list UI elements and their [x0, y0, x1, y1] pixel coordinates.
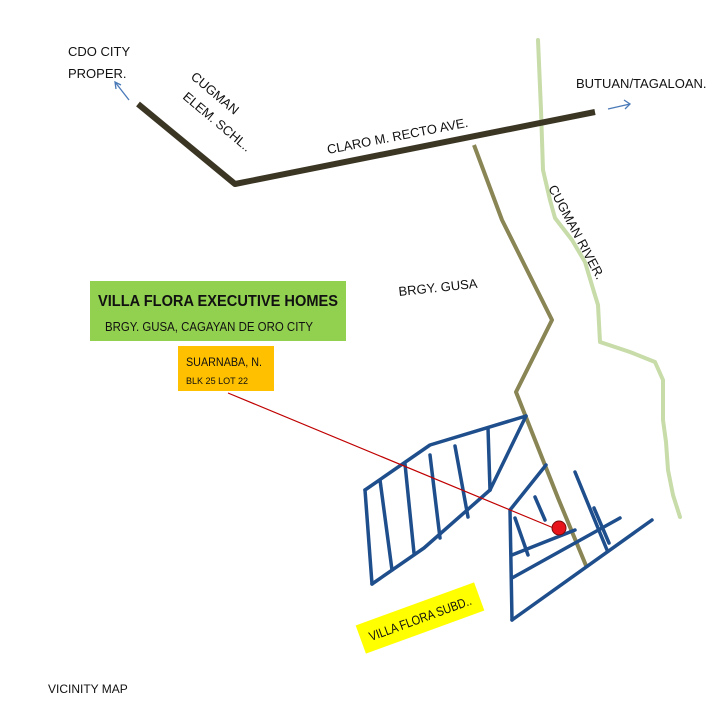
project-name: VILLA FLORA EXECUTIVE HOMES: [98, 293, 338, 310]
barangay-label: BRGY. GUSA: [398, 276, 479, 299]
river-label: CUGMAN RIVER.: [545, 182, 607, 282]
subdivision-label-box: VILLA FLORA SUBD..: [355, 582, 485, 654]
subdivision-streets-east: [508, 463, 654, 622]
arrow-to-butuan-icon: [607, 99, 632, 110]
cdo-label-line1: CDO CITY: [68, 44, 130, 59]
cdo-label-line2: PROPER.: [68, 66, 127, 81]
side-road: [472, 144, 589, 569]
subdivision-streets-west: [363, 414, 528, 586]
claro-m-recto-avenue-road: [136, 101, 596, 187]
lot-block-lot: BLK 25 LOT 22: [186, 376, 248, 386]
project-address: BRGY. GUSA, CAGAYAN DE ORO CITY: [105, 319, 313, 334]
arrow-to-cdo-icon: [114, 80, 130, 101]
lot-info-box: [178, 346, 274, 391]
lot-owner: SUARNABA, N.: [186, 355, 262, 369]
lot-location-marker-icon: [551, 520, 567, 536]
pointer-line: [227, 392, 557, 530]
project-title-box: [90, 281, 346, 341]
destination-label: BUTUAN/TAGALOAN.: [576, 76, 707, 91]
cugman-river: [536, 38, 682, 519]
map-title: VICINITY MAP: [48, 682, 128, 696]
